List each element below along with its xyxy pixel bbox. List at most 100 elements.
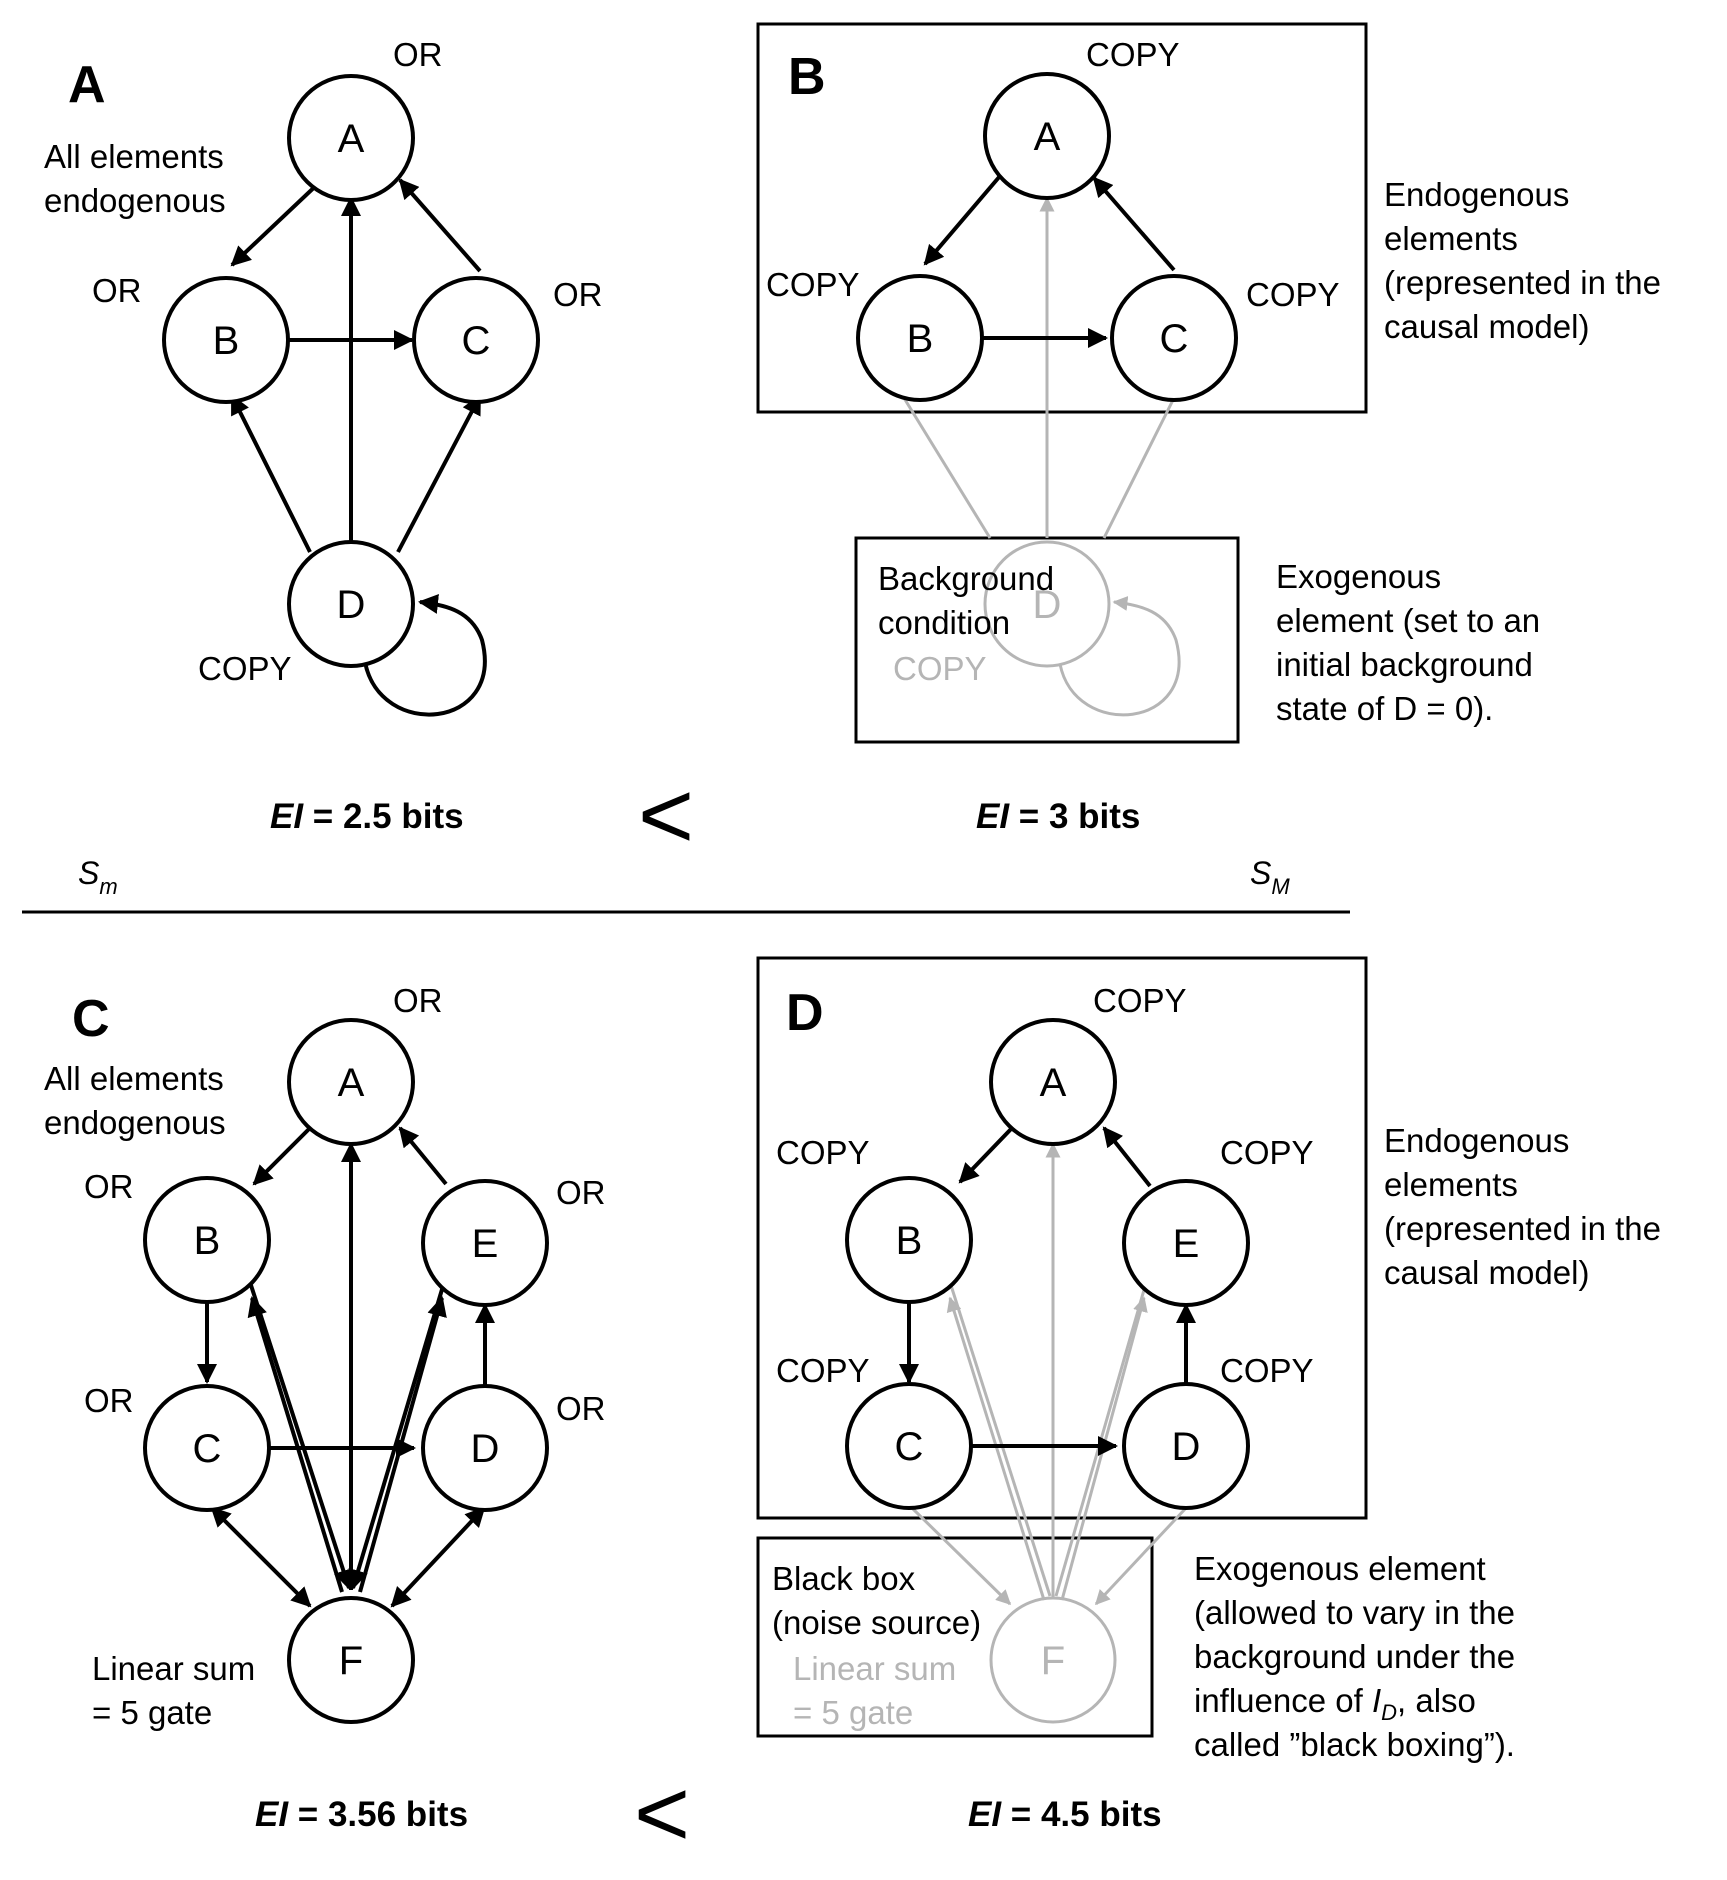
panel-d-nodes (845, 1018, 1250, 1510)
node-b-label: B (213, 319, 240, 363)
svg-text:element (set to an: element (set to an (1276, 602, 1540, 639)
edge-d-self-loop (363, 593, 487, 717)
edge-b-to-f (246, 1275, 353, 1590)
node-b-label: B (194, 1219, 221, 1263)
gate-b-label: COPY (766, 266, 860, 303)
gate-d-label-faded: COPY (893, 650, 987, 687)
panel-b-ei: EI = 3 bits (976, 797, 1140, 836)
node-c-label: C (1160, 317, 1189, 361)
svg-text:Endogenous: Endogenous (1384, 1122, 1569, 1159)
gate-a-label: OR (393, 982, 443, 1019)
background-condition-line1: Background (878, 560, 1054, 597)
node-d-label: D (337, 583, 366, 627)
node-c (412, 276, 540, 404)
svg-text:Exogenous: Exogenous (1276, 558, 1441, 595)
background-condition-line2: condition (878, 604, 1010, 641)
edge-d-to-c-faded (1102, 397, 1176, 539)
edge-c-to-a (1092, 176, 1176, 272)
panel-d-letter: D (786, 984, 824, 1042)
svg-text:background under the: background under the (1194, 1638, 1515, 1675)
node-d (287, 540, 415, 668)
gate-f-line2: = 5 gate (92, 1694, 212, 1731)
svg-text:called ”black boxing”).: called ”black boxing”). (1194, 1726, 1515, 1763)
edge-a-to-b (230, 178, 324, 267)
node-d (1122, 1382, 1250, 1510)
svg-text:causal model): causal model) (1384, 308, 1589, 345)
edge-c-to-f-faded (910, 1506, 1012, 1606)
panel-b-endogenous-note: Endogenous elements (represented in the … (1384, 176, 1661, 345)
node-a (287, 1018, 415, 1146)
gate-c-label: COPY (776, 1352, 870, 1389)
node-b (856, 274, 984, 402)
comparison-bottom: < (634, 1760, 690, 1867)
gate-f-line1: Linear sum (92, 1650, 255, 1687)
node-d-faded-label: D (1033, 583, 1062, 627)
svg-text:state of D = 0).: state of D = 0). (1276, 690, 1493, 727)
panel-b-nodes (856, 72, 1238, 402)
panel-a: A All elements endogenous A B C D OR OR … (44, 36, 603, 836)
gate-c-label: COPY (1246, 276, 1340, 313)
scale-left-label: Sm (78, 855, 118, 899)
panel-a-note-line2: endogenous (44, 182, 226, 219)
gate-f-faded-line2: = 5 gate (793, 1694, 913, 1731)
edge-a-to-b (923, 174, 1002, 266)
svg-text:(represented in the: (represented in the (1384, 264, 1661, 301)
gate-e-label: COPY (1220, 1134, 1314, 1171)
node-f-faded-label: F (1041, 1639, 1065, 1683)
node-e-label: E (1173, 1222, 1200, 1266)
panel-a-edges (230, 178, 487, 717)
node-d (421, 1384, 549, 1512)
edge-b-to-f-faded (946, 1275, 1052, 1597)
panel-a-nodes (162, 74, 540, 668)
comparison-top: < (638, 762, 694, 869)
scale-divider: Sm SM (22, 855, 1350, 914)
svg-text:Exogenous element: Exogenous element (1194, 1550, 1486, 1587)
node-e (421, 1179, 549, 1307)
panel-a-letter: A (68, 56, 106, 114)
node-c-label: C (895, 1425, 924, 1469)
panel-b-faded-edges (902, 196, 1181, 717)
gate-c-label: OR (84, 1382, 134, 1419)
node-c (1110, 274, 1238, 402)
panel-d-ei: EI = 4.5 bits (968, 1795, 1162, 1834)
black-box-line2: (noise source) (772, 1604, 981, 1641)
edge-f-to-b (247, 1296, 344, 1593)
panel-b-edges (923, 174, 1176, 348)
svg-text:initial background: initial background (1276, 646, 1533, 683)
edge-d-to-b (230, 394, 312, 553)
panel-d-exogenous-box (756, 1536, 1154, 1738)
gate-c-label: OR (553, 276, 603, 313)
edge-e-to-f (348, 1275, 448, 1590)
node-a-label: A (1040, 1061, 1067, 1105)
panel-d-endogenous-box (756, 956, 1368, 1520)
node-c (845, 1382, 973, 1510)
node-b (143, 1176, 271, 1304)
node-e-label: E (472, 1222, 499, 1266)
panel-c-letter: C (72, 990, 110, 1048)
node-a-label: A (338, 1061, 365, 1105)
edge-d-to-c (396, 394, 482, 553)
gate-a-label: OR (393, 36, 443, 73)
panel-a-ei: EI = 2.5 bits (270, 797, 464, 836)
edge-d-to-b-faded (902, 397, 992, 539)
edge-a-to-b (958, 1126, 1014, 1184)
panel-c-ei: EI = 3.56 bits (255, 1795, 468, 1834)
node-a-label: A (338, 117, 365, 161)
node-b (845, 1176, 973, 1304)
panel-d-exogenous-note: Exogenous element (allowed to vary in th… (1194, 1550, 1515, 1763)
panel-c-edges (197, 1126, 495, 1608)
panel-d: D F A B E C D C (756, 956, 1661, 1834)
panel-c-note-line2: endogenous (44, 1104, 226, 1141)
node-a (287, 74, 415, 202)
panel-b-endogenous-box (756, 22, 1368, 414)
panel-d-edges (899, 1126, 1196, 1456)
node-f-label: F (339, 1639, 363, 1683)
node-f-faded (989, 1596, 1117, 1724)
panel-d-endogenous-note: Endogenous elements (represented in the … (1384, 1122, 1661, 1291)
edge-f-to-b-faded (946, 1296, 1046, 1601)
node-c-label: C (462, 319, 491, 363)
svg-text:Endogenous: Endogenous (1384, 176, 1569, 213)
black-box-line1: Black box (772, 1560, 916, 1597)
edge-c-f (210, 1506, 312, 1608)
